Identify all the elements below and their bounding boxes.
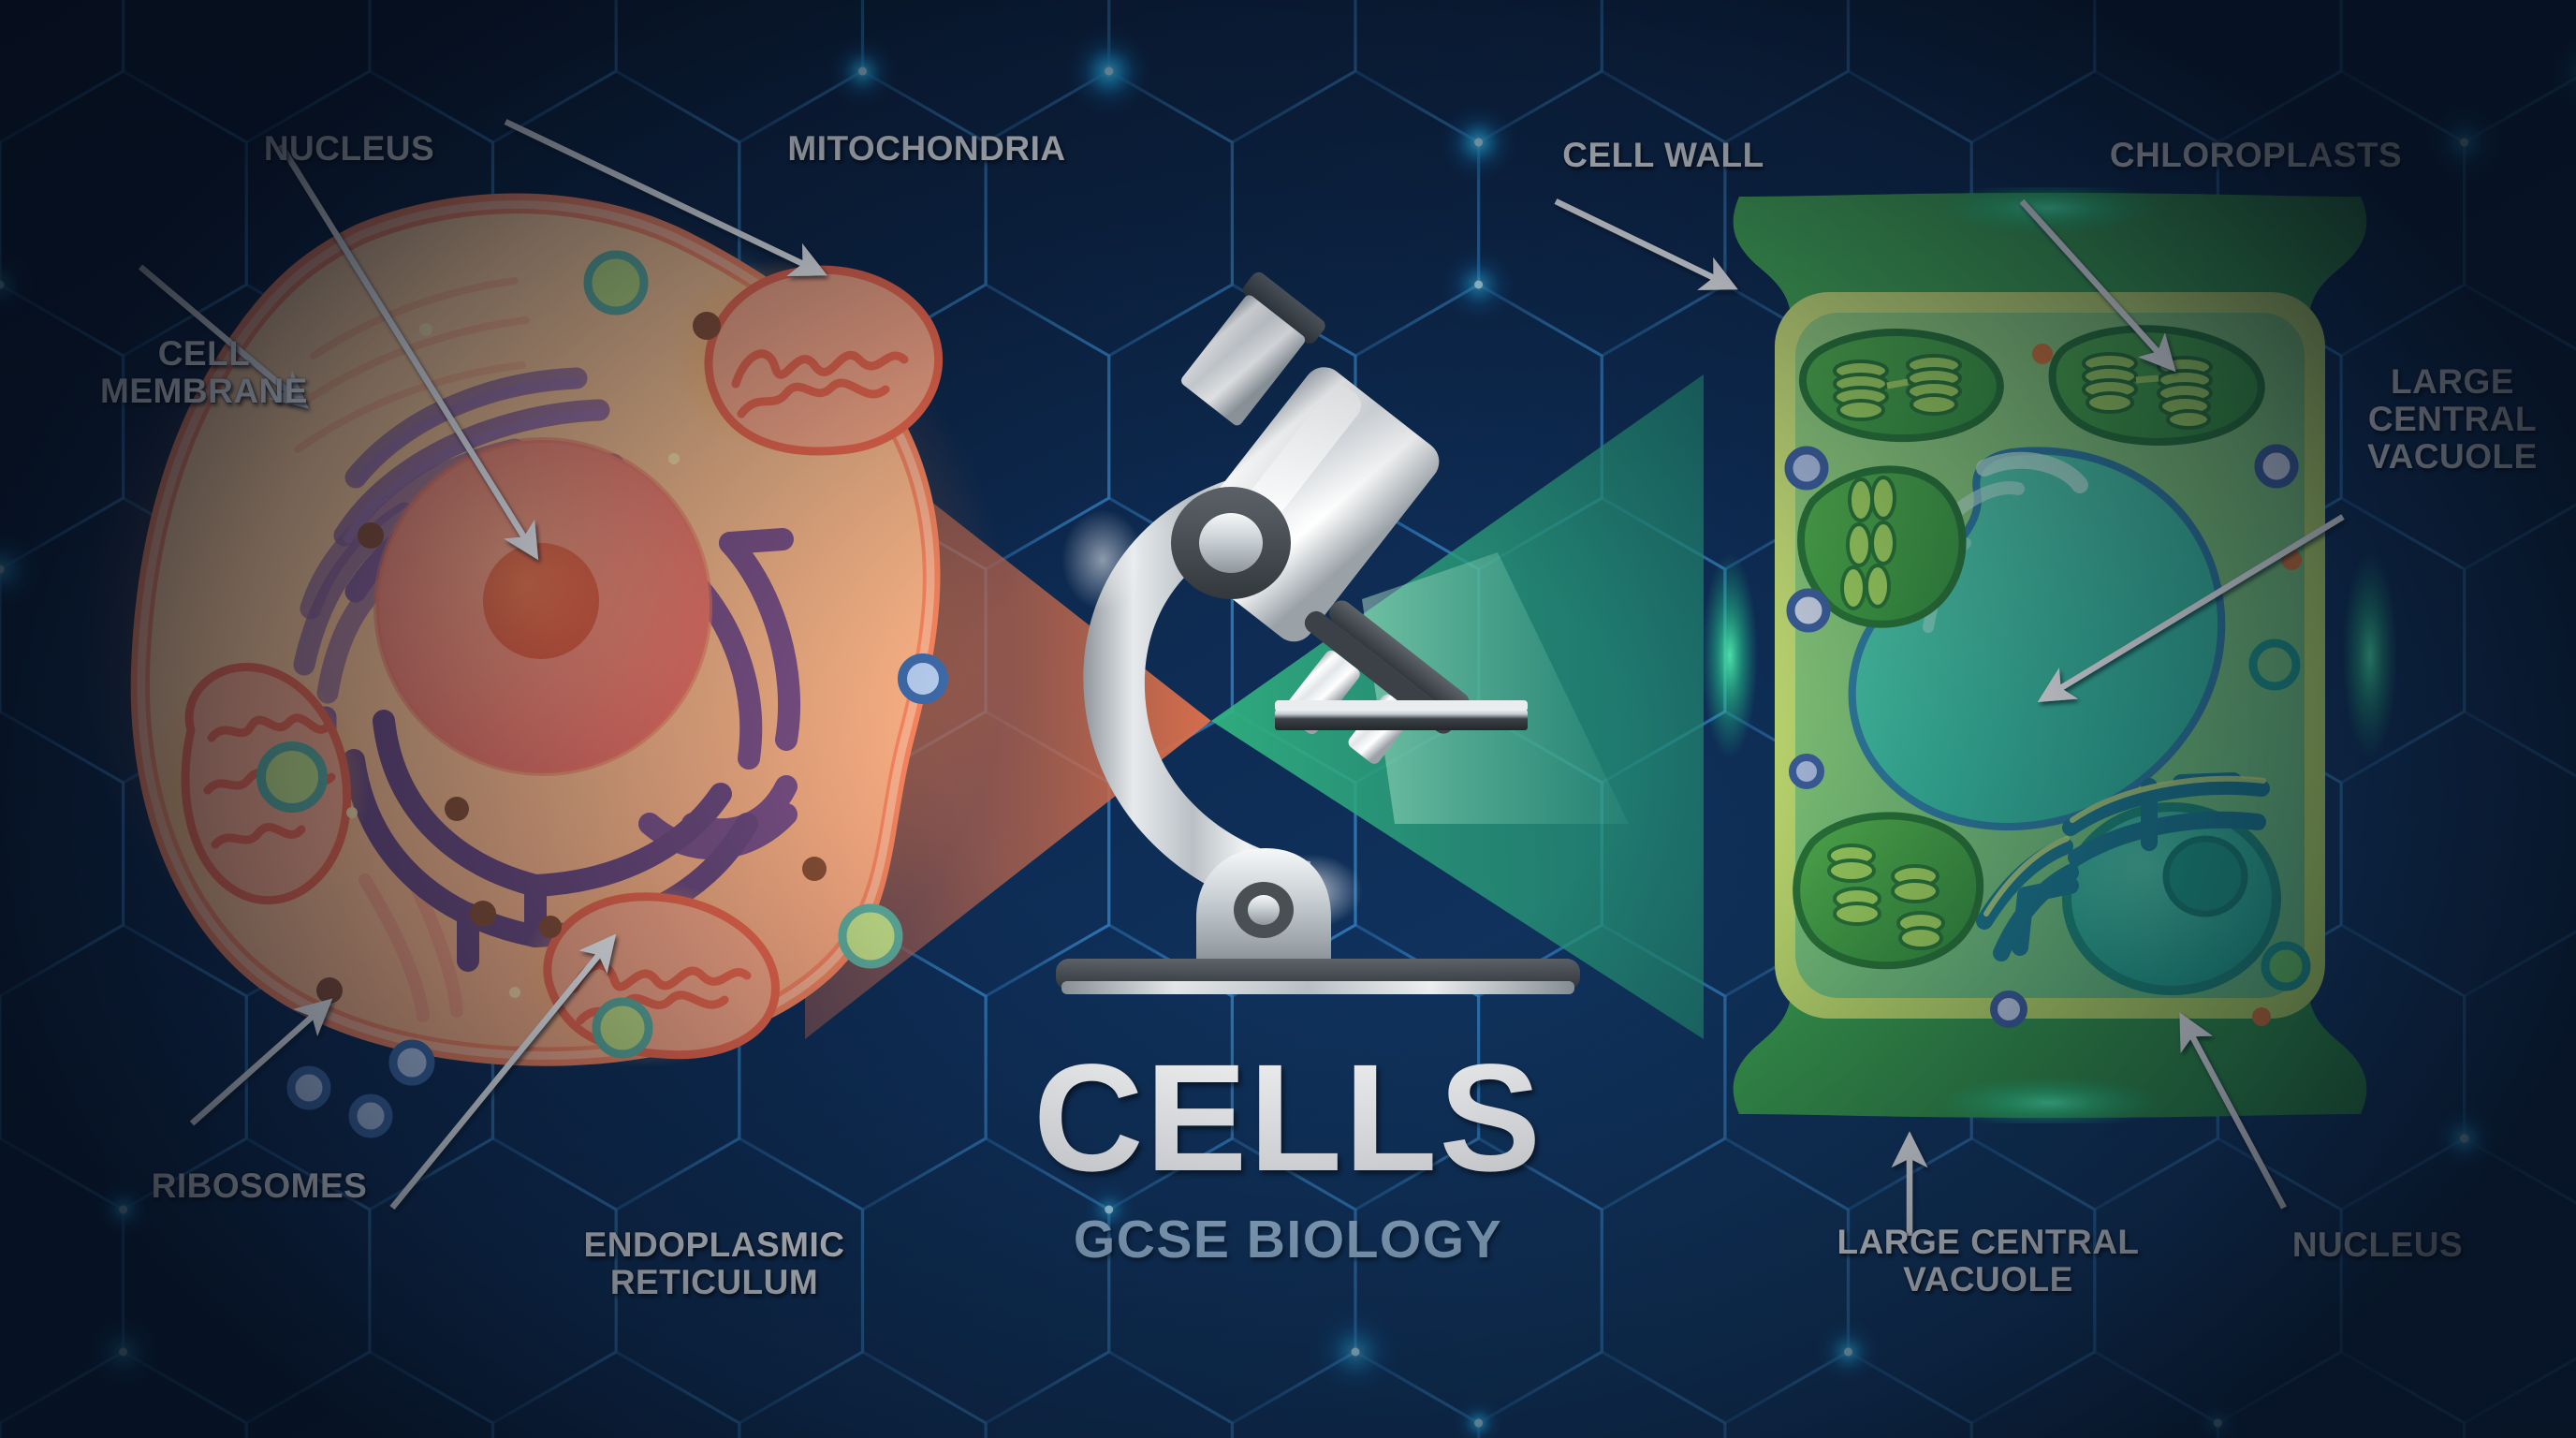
label-large-central-vacuole-bottom: LARGE CENTRAL VACUOLE — [1837, 1223, 2140, 1299]
arrow-large-central-vacuole-right — [2037, 514, 2345, 703]
arrow-endoplasmic-reticulum — [389, 933, 617, 1211]
page-subtitle: GCSE BIOLOGY — [1073, 1210, 1503, 1269]
arrow-chloroplasts — [2019, 198, 2176, 373]
label-chloroplasts: CHLOROPLASTS — [2109, 136, 2403, 174]
arrow-cell-wall — [1554, 198, 1738, 290]
label-endoplasmic-reticulum: ENDOPLASMIC RETICULUM — [583, 1225, 845, 1301]
label-large-central-vacuole-right: LARGE CENTRAL VACUOLE — [2367, 362, 2538, 476]
label-nucleus-plant: NUCLEUS — [2291, 1225, 2464, 1264]
label-ribosomes: RIBOSOMES — [151, 1167, 368, 1205]
title-block: CELLS GCSE BIOLOGY — [1033, 1041, 1543, 1270]
arrow-nucleus — [278, 143, 539, 561]
page-title: CELLS — [1032, 1032, 1544, 1203]
label-cell-wall: CELL WALL — [1562, 136, 1764, 174]
arrow-ribosomes — [189, 998, 333, 1126]
label-cell-membrane: CELL MEMBRANE — [100, 334, 308, 410]
arrow-mitochondria — [504, 119, 827, 276]
label-nucleus: NUCLEUS — [263, 129, 435, 168]
arrow-nucleus-plant — [2179, 1012, 2287, 1210]
label-mitochondria: MITOCHONDRIA — [787, 129, 1066, 168]
